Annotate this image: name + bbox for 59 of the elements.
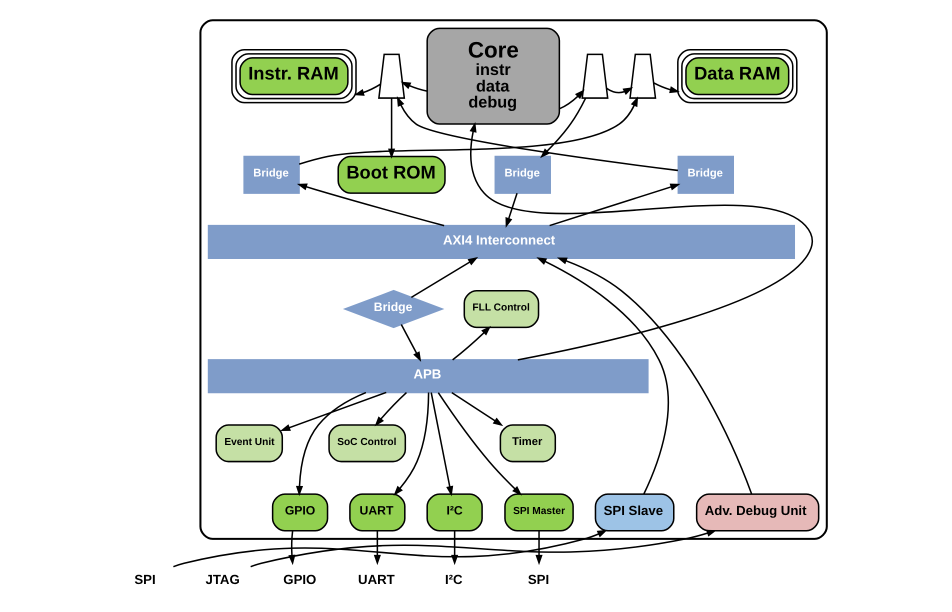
node-text: UART (358, 572, 394, 587)
arrow (606, 87, 633, 96)
node-text: GPIO (282, 572, 316, 587)
arrow (296, 183, 444, 226)
arrow (548, 184, 680, 226)
arrow (430, 392, 453, 496)
node-box: Bridge (494, 156, 550, 194)
node-box: Timer (499, 424, 556, 462)
node-diamond: Bridge (342, 290, 444, 328)
node-box: Instr. RAM (230, 49, 356, 104)
node-box: APB (207, 359, 648, 394)
node-box: Adv. Debug Unit (695, 493, 819, 532)
arrow (295, 392, 366, 496)
node-box: I²C (426, 493, 482, 532)
cluster (198, 19, 828, 540)
node-box: SPI Slave (594, 493, 674, 532)
arrow (652, 82, 680, 94)
arrow (353, 84, 380, 96)
arrow (288, 530, 295, 566)
node-box: SoC Control (328, 424, 406, 462)
arrow (556, 257, 752, 494)
node-trapezoid (580, 54, 608, 99)
arrow (450, 531, 458, 566)
node-box: UART (348, 493, 406, 532)
node-box: AXI4 Interconnect (207, 224, 795, 259)
arrow (505, 193, 518, 228)
arrow (534, 531, 542, 566)
arrow (373, 531, 380, 566)
node-box: Core instr data debug (426, 28, 560, 125)
node-box: Bridge (242, 156, 300, 194)
node-box: Event Unit (214, 424, 283, 462)
node-trapezoid (378, 54, 405, 99)
node-trapezoid (628, 54, 656, 99)
arrow (410, 257, 478, 298)
arrow (393, 392, 429, 496)
node-text: SPI (134, 572, 156, 587)
node-text: SPI (527, 572, 549, 587)
arrow (298, 96, 638, 165)
node-text: JTAG (205, 572, 240, 587)
arrow (452, 326, 490, 360)
arrow (250, 530, 716, 568)
node-box: FLL Control (463, 290, 539, 328)
node-box: GPIO (271, 493, 328, 532)
arrow (558, 89, 584, 110)
arrow (469, 122, 813, 361)
arrow (172, 530, 607, 568)
arrow (400, 82, 427, 92)
node-box: Bridge (677, 156, 734, 194)
arrow (280, 392, 386, 432)
node-box: SPI Master (504, 493, 574, 532)
node-text: I²C (444, 572, 462, 587)
node-box: Boot ROM (336, 156, 446, 194)
arrow (400, 324, 421, 362)
arrow (396, 96, 678, 172)
arrow (536, 257, 668, 494)
arrow (450, 392, 503, 426)
arrow (437, 392, 522, 496)
node-box: Data RAM (676, 49, 798, 104)
arrow (374, 392, 406, 426)
